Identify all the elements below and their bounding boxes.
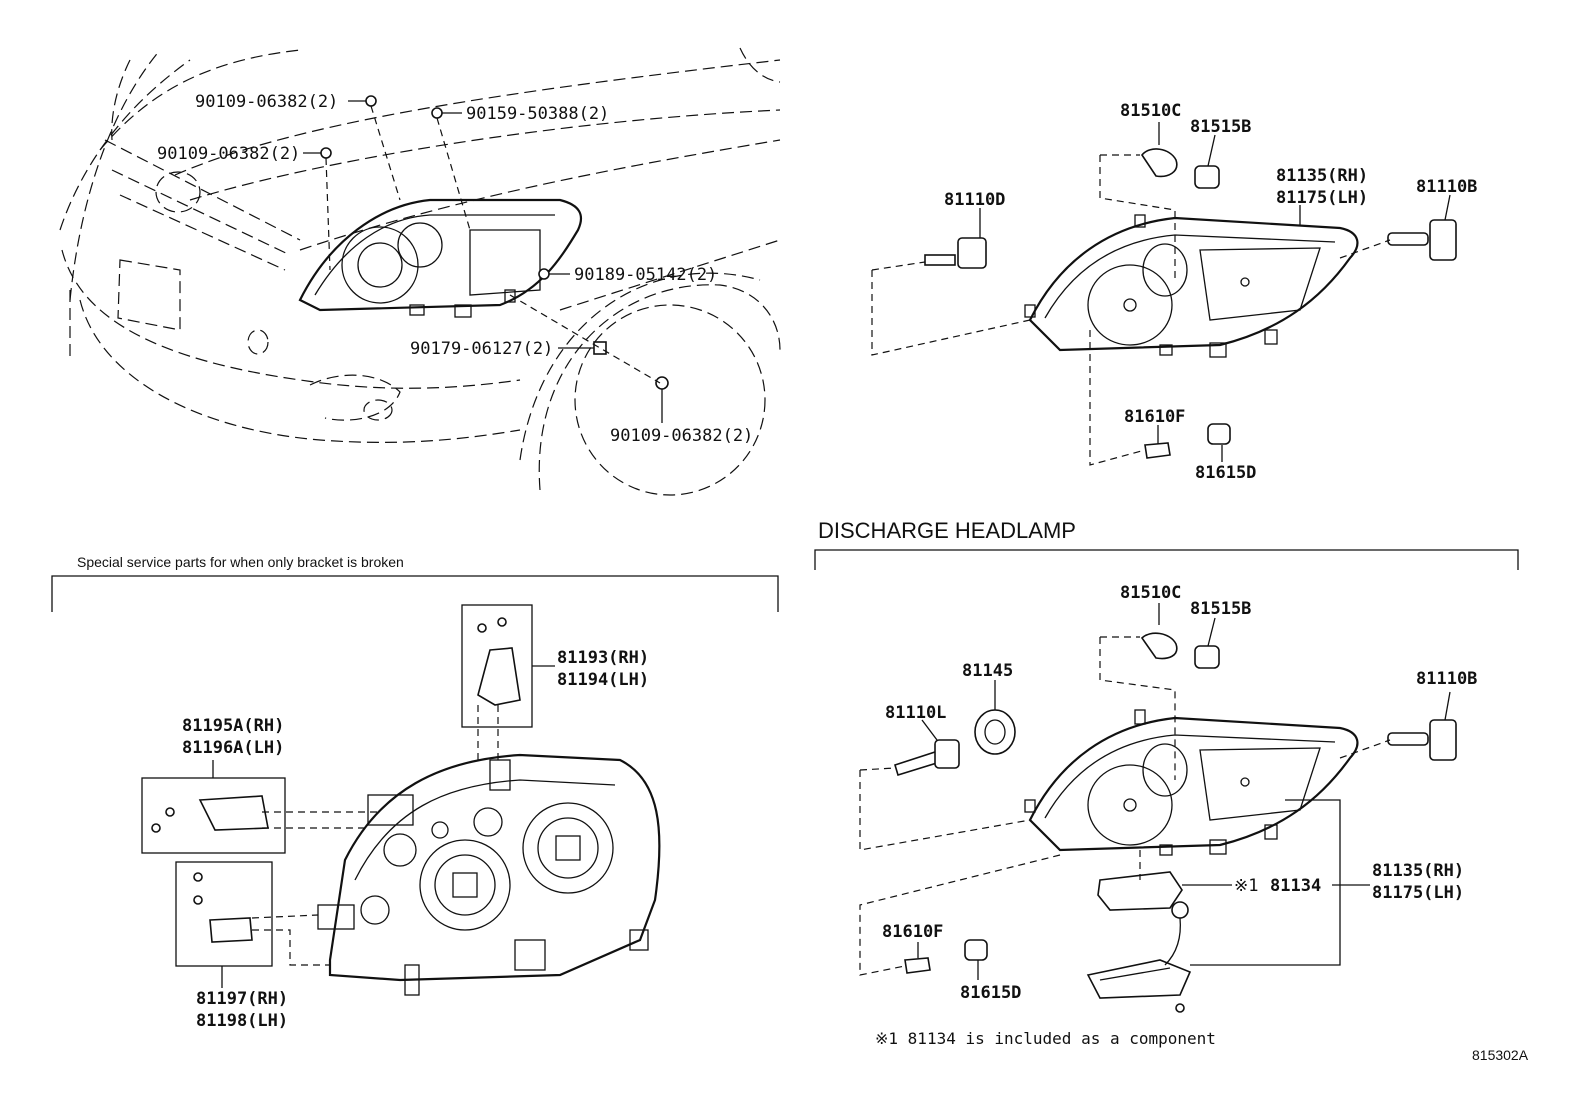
label-unit-lh: 81175(LH)	[1276, 188, 1368, 208]
discharge-footnote: ※1 81134 is included as a component	[875, 1029, 1216, 1048]
label-upper-lh: 81194(LH)	[557, 670, 649, 690]
label-bulb-b: 81110B	[1416, 177, 1477, 197]
label-unit-rh: 81135(RH)	[1276, 166, 1368, 186]
label-d-ballast: 81134	[1270, 876, 1321, 896]
label-clip-a: 90189-05142(2)	[574, 265, 717, 285]
label-bulb-d: 81110D	[944, 190, 1005, 210]
label-side-rh: 81195A(RH)	[182, 716, 284, 736]
discharge-section-title: DISCHARGE HEADLAMP	[818, 518, 1076, 543]
bracket-section-title: Special service parts for when only brac…	[77, 554, 404, 570]
label-d-unit-rh: 81135(RH)	[1372, 861, 1464, 881]
label-d-bulb-f: 81610F	[882, 922, 943, 942]
label-side-lh: 81196A(LH)	[182, 738, 284, 758]
label-bolt-b: 90109-06382(2)	[157, 144, 300, 164]
label-bulb-f: 81610F	[1124, 407, 1185, 427]
figure-id: 815302A	[1472, 1047, 1529, 1063]
label-d-unit-lh: 81175(LH)	[1372, 883, 1464, 903]
label-socket-b: 81515B	[1190, 117, 1251, 137]
label-bulb-c: 81510C	[1120, 101, 1181, 121]
label-d-cover: 81145	[962, 661, 1013, 681]
label-screw-a: 90159-50388(2)	[466, 104, 609, 124]
label-d-bulb-c: 81510C	[1120, 583, 1181, 603]
label-lower-lh: 81198(LH)	[196, 1011, 288, 1031]
label-d-bulb-b: 81110B	[1416, 669, 1477, 689]
label-d-socket-b: 81515B	[1190, 599, 1251, 619]
headlamp-assembly: 81510C 81515B 81135(RH) 81175(LH) 81110D…	[871, 101, 1477, 483]
label-socket-d: 81615D	[1195, 463, 1256, 483]
lower-bracket-box	[175, 861, 273, 967]
vehicle-front-view: 90109-06382(2) 90109-06382(2) 90159-5038…	[59, 47, 781, 496]
label-bolt-c: 90109-06382(2)	[610, 426, 753, 446]
label-nut-a: 90179-06127(2)	[410, 339, 553, 359]
bracket-section: Special service parts for when only brac…	[51, 554, 779, 1031]
label-d-socket-d: 81615D	[960, 983, 1021, 1003]
label-d-ballast-mark: ※1	[1234, 876, 1258, 896]
label-upper-rh: 81193(RH)	[557, 648, 649, 668]
discharge-section: DISCHARGE HEADLAMP	[814, 518, 1519, 1048]
label-bolt-a: 90109-06382(2)	[195, 92, 338, 112]
label-d-bulb-l: 81110L	[885, 703, 946, 723]
label-lower-rh: 81197(RH)	[196, 989, 288, 1009]
